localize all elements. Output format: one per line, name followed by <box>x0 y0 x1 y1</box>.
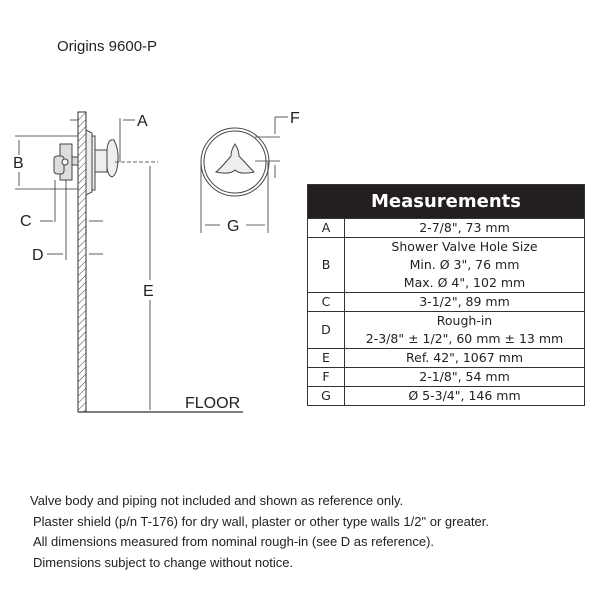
row-key: F <box>307 367 345 387</box>
label-e: E <box>143 283 154 300</box>
product-title: Origins 9600-P <box>57 38 158 55</box>
row-key: D <box>307 311 345 349</box>
note: Valve body and piping not included and s… <box>30 493 404 508</box>
row-value: 3-1/2", 89 mm <box>344 292 585 312</box>
table-header: Measurements <box>307 184 585 219</box>
label-a: A <box>137 113 148 130</box>
table-row: A 2-7/8", 73 mm <box>307 218 585 238</box>
label-f: F <box>290 110 300 127</box>
value-line: Ref. 42", 1067 mm <box>406 350 523 365</box>
table-row: D Rough-in 2-3/8" ± 1/2", 60 mm ± 13 mm <box>307 311 585 349</box>
row-value: Ø 5-3/4", 146 mm <box>344 386 585 406</box>
value-line: 2-1/8", 54 mm <box>419 369 510 384</box>
value-line: Rough-in <box>436 313 493 328</box>
label-g: G <box>227 218 239 235</box>
label-floor: FLOOR <box>185 395 240 412</box>
row-key: G <box>307 386 345 406</box>
table-row: G Ø 5-3/4", 146 mm <box>307 386 585 406</box>
value-line: Min. Ø 3", 76 mm <box>409 257 520 272</box>
row-value: Rough-in 2-3/8" ± 1/2", 60 mm ± 13 mm <box>344 311 585 349</box>
trim-escutcheon-side <box>85 129 119 196</box>
row-value: Ref. 42", 1067 mm <box>344 348 585 368</box>
table-row: C 3-1/2", 89 mm <box>307 292 585 312</box>
wall-section <box>77 111 87 413</box>
table-row: F 2-1/8", 54 mm <box>307 367 585 387</box>
row-key: E <box>307 348 345 368</box>
value-line: 3-1/2", 89 mm <box>419 294 510 309</box>
value-line: 2-3/8" ± 1/2", 60 mm ± 13 mm <box>365 331 564 346</box>
value-line: Max. Ø 4", 102 mm <box>403 275 526 290</box>
row-key: B <box>307 237 345 293</box>
value-line: Ø 5-3/4", 146 mm <box>408 388 521 403</box>
row-value: 2-1/8", 54 mm <box>344 367 585 387</box>
row-value: 2-7/8", 73 mm <box>344 218 585 238</box>
note: Dimensions subject to change without not… <box>33 554 294 570</box>
notes: Valve body and piping not included and s… <box>30 491 489 573</box>
row-key: A <box>307 218 345 238</box>
note: All dimensions measured from nominal rou… <box>33 534 435 549</box>
label-c: C <box>20 213 32 230</box>
row-key: C <box>307 292 345 312</box>
table-row: E Ref. 42", 1067 mm <box>307 348 585 368</box>
value-line: Shower Valve Hole Size <box>391 239 538 254</box>
label-d: D <box>32 247 44 264</box>
dimension-lines <box>15 116 288 410</box>
note: Plaster shield (p/n T-176) for dry wall,… <box>33 513 489 529</box>
label-b: B <box>13 155 24 172</box>
trim-front-view <box>200 127 270 197</box>
valve-body <box>53 143 79 181</box>
value-line: 2-7/8", 73 mm <box>419 220 510 235</box>
